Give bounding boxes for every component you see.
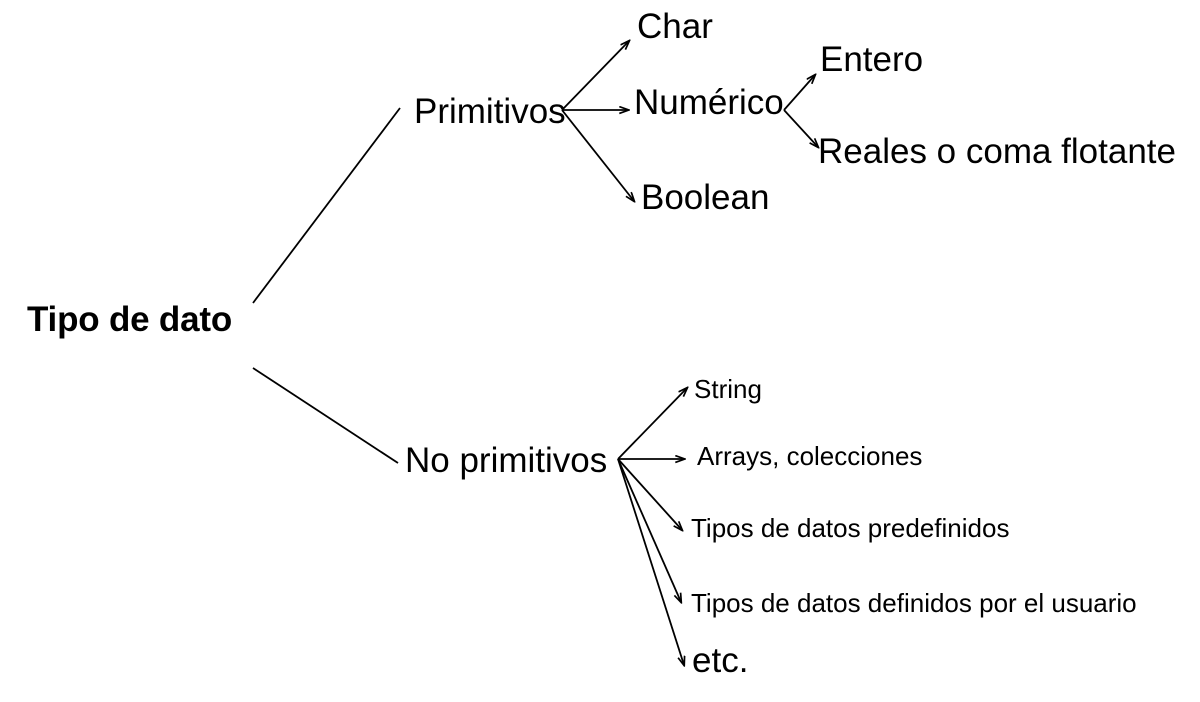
- edge-numerico-entero: [783, 75, 815, 111]
- edge-noprim-usuario: [617, 458, 681, 602]
- edge-noprim-predefinidos: [617, 458, 682, 530]
- edge-primitivos-boolean: [561, 109, 634, 201]
- node-tipo-de-dato[interactable]: Tipo de dato: [27, 300, 233, 339]
- node-entero[interactable]: Entero: [820, 40, 924, 79]
- node-string[interactable]: String: [694, 374, 762, 404]
- node-arrays-colecciones[interactable]: Arrays, colecciones: [697, 441, 923, 471]
- node-no-primitivos[interactable]: No primitivos: [405, 441, 608, 480]
- node-tipos-de-datos-predefinidos[interactable]: Tipos de datos predefinidos: [691, 513, 1010, 543]
- node-boolean[interactable]: Boolean: [641, 178, 770, 217]
- edges-group: [252, 41, 818, 665]
- node-char[interactable]: Char: [637, 7, 713, 46]
- node-etc[interactable]: etc.: [692, 641, 749, 680]
- node-tipos-de-datos-definidos-por-el-usuario[interactable]: Tipos de datos definidos por el usuario: [691, 588, 1137, 618]
- node-reales-o-coma-flotante[interactable]: Reales o coma flotante: [818, 132, 1176, 171]
- edge-noprim-etc: [617, 458, 684, 665]
- edge-numerico-reales: [783, 109, 818, 147]
- edge-primitivos-char: [561, 41, 629, 111]
- edge-noprim-string: [617, 388, 687, 460]
- edge-root-no-primitivos: [252, 367, 399, 464]
- edge-root-primitivos: [252, 107, 401, 304]
- node-primitivos[interactable]: Primitivos: [414, 92, 566, 131]
- node-numerico[interactable]: Numérico: [634, 83, 784, 122]
